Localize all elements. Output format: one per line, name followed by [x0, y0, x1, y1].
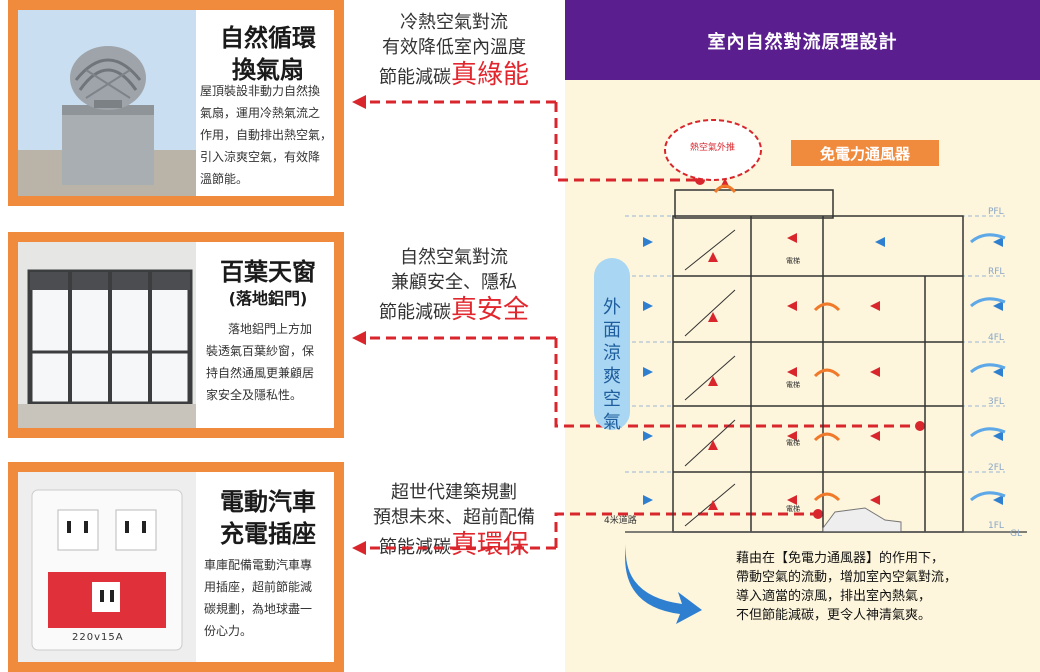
elevator-label: 電梯	[786, 439, 800, 447]
road-label: 4米道路	[604, 516, 637, 526]
desc-line: 車庫配備電動汽車專	[204, 558, 313, 572]
socket-photo: 220v15A	[18, 472, 196, 662]
mid-line: 超世代建築規劃	[391, 482, 517, 503]
card-desc: 屋頂裝設非動力自然換 氣扇，運用冷熱氣流之 作用，自動排出熱空氣， 引入涼爽空氣…	[200, 80, 340, 190]
door-photo	[18, 242, 196, 428]
card-desc: 車庫配備電動汽車專 用插座，超前節能減 碳規劃，為地球盡一 份心力。	[204, 554, 340, 642]
desc-line: 屋頂裝設非動力自然換	[200, 84, 321, 98]
mid-line: 自然空氣對流	[400, 247, 508, 268]
heat-swirls	[713, 184, 841, 502]
diagram-panel	[565, 0, 1040, 672]
card-desc: 落地鋁門上方加 裝透氣百葉紗窗，保 持自然通風更兼顧居 家安全及隱私性。	[206, 318, 340, 406]
slogan-highlight: 真綠能	[450, 60, 529, 90]
wind-swirls	[970, 233, 1006, 502]
connector-3	[554, 512, 820, 548]
turbine-ventilator-image	[18, 10, 196, 196]
ev-socket-image	[18, 472, 196, 662]
desc-line: 落地鋁門上方加	[228, 322, 313, 336]
floor-label: PFL	[988, 207, 1004, 217]
desc-line: 裝透氣百葉紗窗，保	[206, 344, 315, 358]
dot-3	[813, 509, 823, 519]
diagram-header: 室內自然對流原理設計	[565, 0, 1040, 80]
hot-air-arrows	[708, 178, 880, 510]
title-line1: 百葉天窗	[220, 258, 316, 286]
arrow-head-2	[352, 331, 366, 345]
building-section	[625, 119, 1027, 533]
outside-air-label: 外 面 涼 爽 空 氣	[594, 258, 630, 433]
floor-label: RFL	[988, 267, 1005, 277]
title-line2: 充電插座	[220, 520, 316, 548]
card-ev-socket: 220v15A 電動汽車 充電插座 車庫配備電動汽車專 用插座，超前節能減 碳規…	[8, 462, 344, 672]
slogan-highlight: 真安全	[450, 295, 529, 325]
desc-line: 氣扇，運用冷熱氣流之	[200, 106, 321, 120]
fan-banner: 免電力通風器	[791, 140, 939, 166]
elevator-label: 電梯	[786, 381, 800, 389]
mid-line: 冷熱空氣對流	[400, 12, 508, 33]
card-title: 自然循環 換氣扇	[198, 22, 338, 86]
desc-line: 份心力。	[204, 624, 253, 638]
cool-air-arrows	[643, 237, 1003, 505]
middle-text-1: 冷熱空氣對流 有效降低室內溫度 節能減碳真綠能	[345, 10, 563, 93]
elevator-label: 電梯	[786, 257, 800, 265]
card-ventilator: 自然循環 換氣扇 屋頂裝設非動力自然換 氣扇，運用冷熱氣流之 作用，自動排出熱空…	[8, 0, 344, 206]
floor-label: 1FL	[988, 521, 1004, 531]
mid-line: 預想未來、超前配備	[373, 507, 535, 528]
title-line1: 自然循環	[220, 24, 316, 52]
mid-slogan: 節能減碳真綠能	[378, 60, 529, 90]
card-title: 百葉天窗 (落地鋁門)	[196, 256, 340, 310]
mid-slogan: 節能減碳真環保	[378, 530, 529, 560]
desc-line: 溫節能。	[200, 172, 249, 186]
desc-line: 碳規劃，為地球盡一	[204, 602, 313, 616]
mid-slogan: 節能減碳真安全	[378, 295, 529, 325]
desc-line: 持自然通風更兼顧居	[206, 366, 315, 380]
title-line2: (落地鋁門)	[228, 289, 308, 308]
curved-arrow-icon	[625, 544, 702, 624]
diagram-caption: 藉由在【免電力通風器】的作用下， 帶動空氣的流動，增加室內空氣對流， 導入適當的…	[736, 551, 958, 623]
connector-2	[554, 338, 920, 428]
card-title: 電動汽車 充電插座	[198, 486, 338, 550]
turbine-photo	[18, 10, 196, 196]
arrow-head-1	[352, 95, 366, 109]
middle-text-3: 超世代建築規劃 預想未來、超前配備 節能減碳真環保	[345, 480, 563, 563]
title-line1: 電動汽車	[220, 488, 316, 516]
card-louver-window: 百葉天窗 (落地鋁門) 落地鋁門上方加 裝透氣百葉紗窗，保 持自然通風更兼顧居 …	[8, 232, 344, 438]
desc-line: 家安全及隱私性。	[206, 388, 303, 402]
title-line2: 換氣扇	[232, 56, 304, 84]
arrow-head-3	[352, 541, 366, 555]
plate-label: 220v15A	[72, 632, 124, 643]
aluminum-door-image	[18, 242, 196, 428]
floor-label: GL	[1010, 529, 1022, 539]
middle-text-2: 自然空氣對流 兼顧安全、隱私 節能減碳真安全	[345, 245, 563, 328]
desc-line: 作用，自動排出熱空氣，	[200, 128, 333, 142]
slogan-highlight: 真環保	[450, 530, 529, 560]
dot-2	[915, 421, 925, 431]
hot-air-label: 熱空氣外推	[690, 143, 736, 153]
mid-line: 有效降低室內溫度	[382, 37, 526, 58]
desc-line: 引入涼爽空氣，有效降	[200, 150, 321, 164]
elevator-label: 電梯	[786, 505, 800, 513]
connector-1	[554, 102, 700, 182]
floor-label: 4FL	[988, 333, 1004, 343]
floor-label: 2FL	[988, 463, 1004, 473]
desc-line: 用插座，超前節能減	[204, 580, 313, 594]
mid-line: 兼顧安全、隱私	[391, 272, 517, 293]
floor-label: 3FL	[988, 397, 1004, 407]
